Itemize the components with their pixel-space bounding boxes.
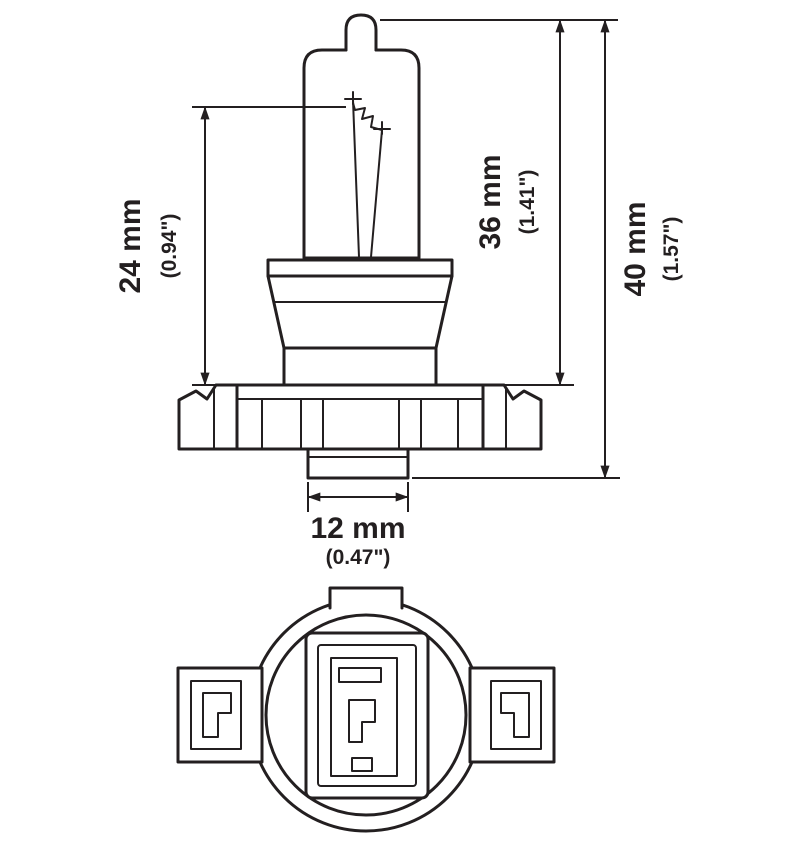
connector-housing	[304, 631, 430, 800]
dim-12mm-label: 12 mm	[310, 512, 405, 545]
flange-slot-right	[398, 398, 422, 450]
right-block-inner	[490, 680, 542, 750]
flange-body	[235, 383, 485, 451]
socket-inner-circle	[264, 613, 468, 817]
glass-body	[302, 48, 421, 260]
base-plug	[306, 447, 410, 480]
bulb-side-view	[177, 13, 543, 480]
left-terminal-key	[202, 692, 232, 738]
left-terminal-block	[176, 666, 264, 764]
right-terminal-key	[500, 692, 530, 738]
connector-pin-slot-top	[338, 667, 382, 683]
mounting-flange	[177, 383, 543, 480]
bulb-bottom-view	[176, 586, 556, 833]
dim-36mm-inches: (1.41")	[516, 170, 539, 235]
filament	[344, 91, 391, 258]
glass-tip	[344, 13, 378, 52]
retainer-tab-left	[177, 383, 239, 451]
bulb-base	[266, 258, 454, 387]
dim-36mm-label: 36 mm	[474, 154, 507, 249]
dimension-24mm: 24 mm (0.94")	[114, 106, 346, 386]
dim-24mm-inches: (0.94")	[158, 214, 181, 279]
lead-wire-right	[370, 129, 383, 258]
connector-cavity	[330, 657, 398, 777]
connector-pin-slot-bottom	[351, 757, 373, 772]
base-collar	[266, 258, 454, 278]
dimension-40mm: 40 mm (1.57")	[412, 19, 683, 479]
left-block-inner	[190, 680, 242, 750]
base-taper-left	[266, 274, 286, 387]
dim-40mm-label: 40 mm	[619, 201, 652, 296]
dim-24mm-label: 24 mm	[114, 198, 147, 293]
lead-wire-left	[352, 99, 360, 258]
dim-40mm-inches: (1.57")	[660, 217, 683, 282]
dimension-12mm: 12 mm (0.47")	[307, 482, 409, 569]
filament-coil	[352, 102, 383, 131]
top-index-tab	[328, 586, 404, 610]
dim-12mm-inches: (0.47")	[326, 546, 391, 569]
glass-envelope	[302, 13, 421, 260]
base-taper-right	[434, 274, 454, 387]
housing-inner	[317, 644, 417, 787]
right-terminal-block	[468, 666, 556, 764]
dimension-36mm: 36 mm (1.41")	[380, 19, 618, 386]
connector-key-step	[348, 699, 376, 743]
retainer-tab-right	[481, 383, 543, 451]
